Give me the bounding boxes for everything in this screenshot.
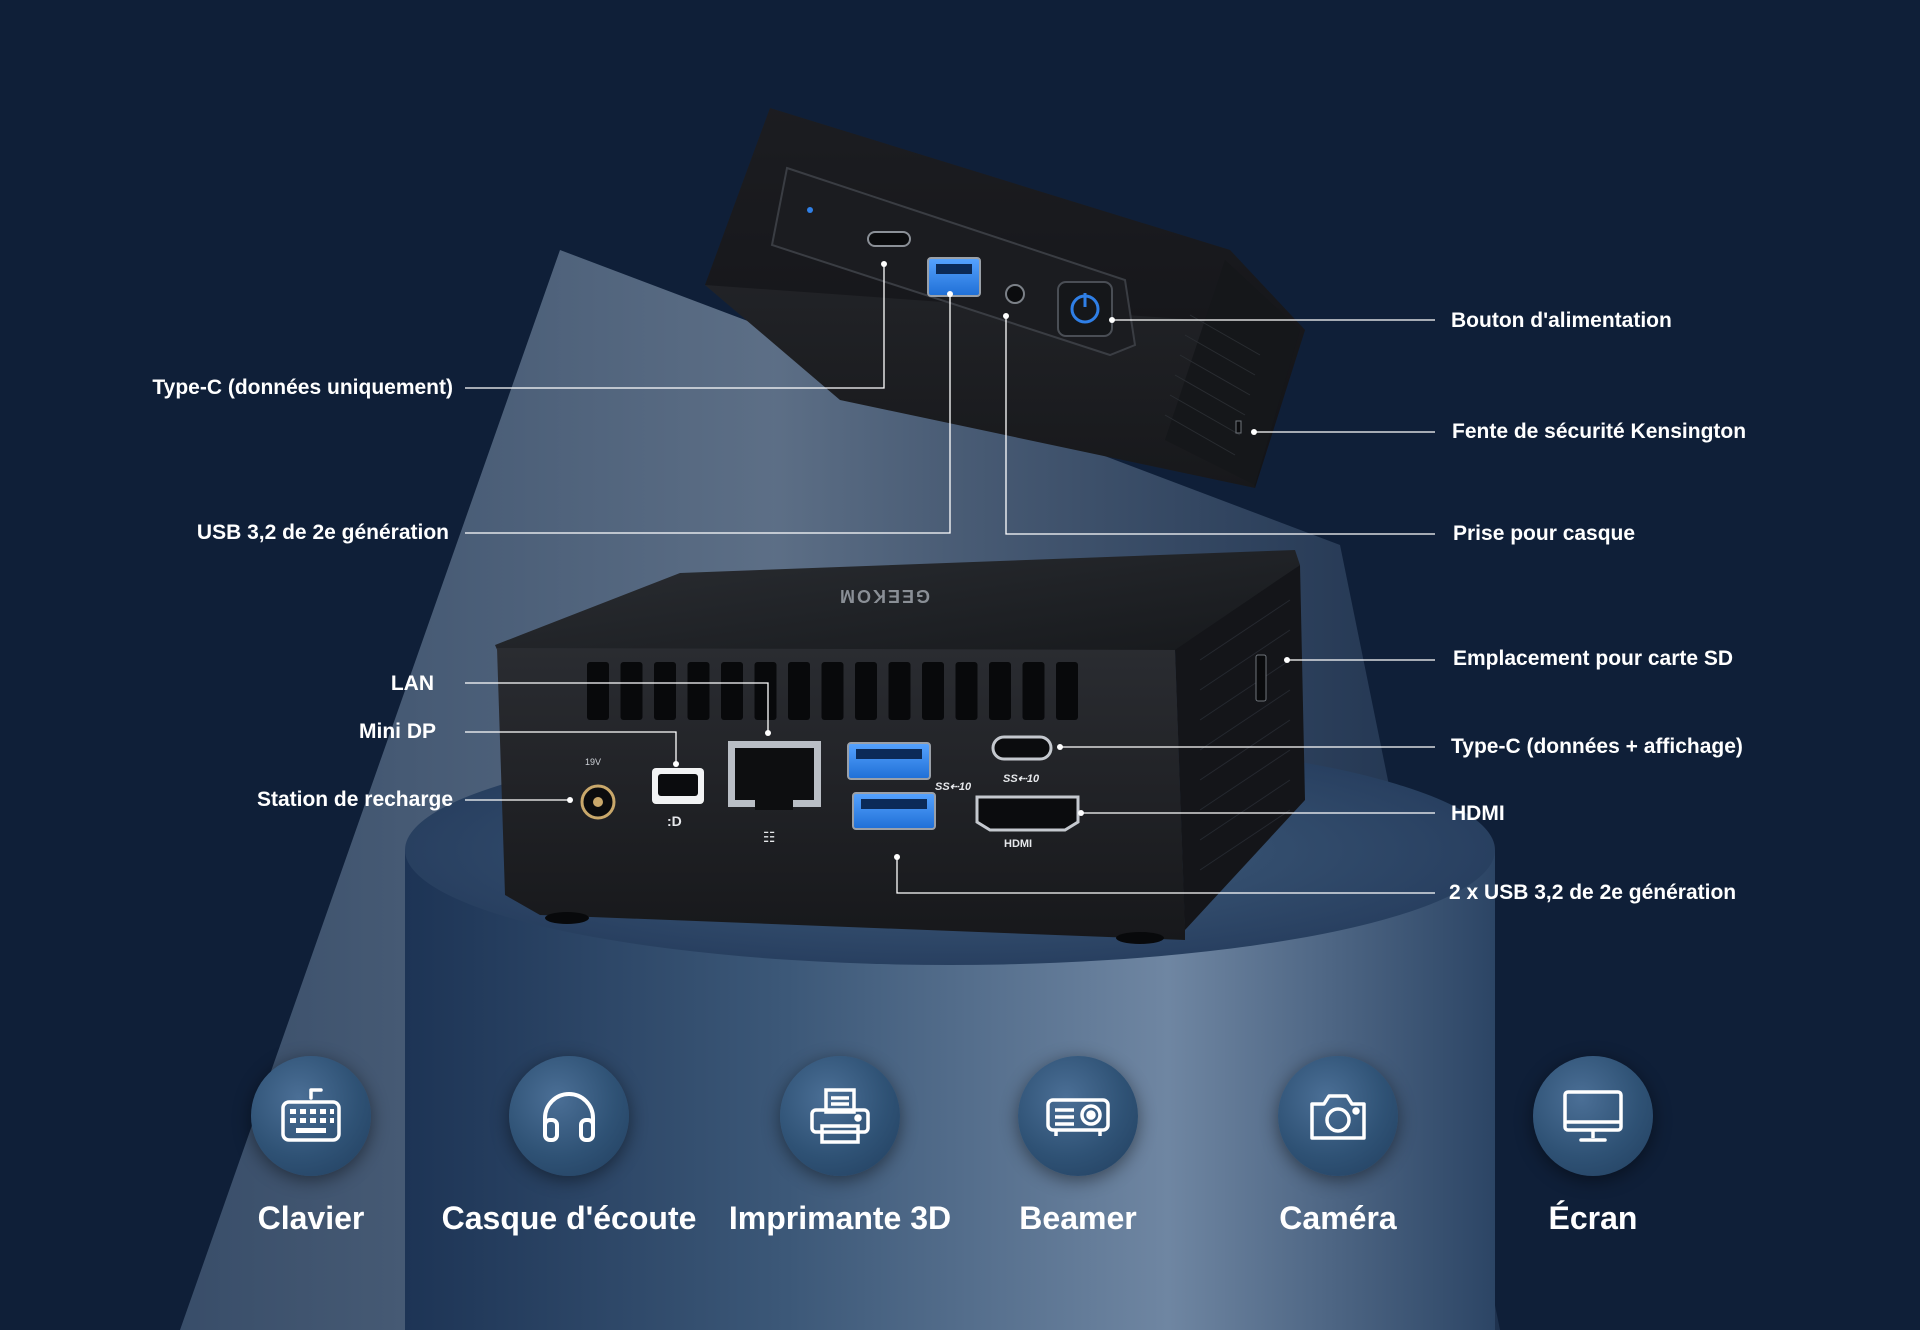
peripheral-name: Imprimante 3D bbox=[728, 1200, 952, 1236]
label-usb-rear: 2 x USB 3,2 de 2e génération bbox=[1449, 881, 1737, 904]
label-kensington-slot: Fente de sécurité Kensington bbox=[1452, 420, 1747, 443]
svg-text::D: :D bbox=[667, 813, 682, 829]
label-charging-station: Station de recharge bbox=[256, 788, 453, 811]
vent-slot bbox=[687, 662, 710, 720]
label-usb-front: USB 3,2 de 2e génération bbox=[196, 521, 449, 544]
dc-in-mark: 19V bbox=[585, 757, 601, 767]
brand-logo: GEEKOM bbox=[838, 586, 930, 606]
label-power-button: Bouton d'alimentation bbox=[1451, 309, 1672, 332]
peripheral-headphones: Casque d'écoute bbox=[439, 1056, 699, 1237]
peripheral-keyboard: Clavier bbox=[181, 1056, 441, 1237]
peripheral-3d-printer: Imprimante 3D bbox=[710, 1056, 970, 1237]
printer-icon bbox=[780, 1056, 900, 1176]
camera-icon bbox=[1278, 1056, 1398, 1176]
vent-slot bbox=[1022, 662, 1045, 720]
vent-slot bbox=[620, 662, 643, 720]
projector-icon bbox=[1018, 1056, 1138, 1176]
vent-slot bbox=[721, 662, 743, 720]
vent-slot bbox=[654, 662, 676, 720]
label-type-c-data-only: Type-C (données uniquement) bbox=[152, 376, 453, 399]
label-hdmi: HDMI bbox=[1451, 802, 1505, 825]
headphones-icon bbox=[509, 1056, 629, 1176]
hdmi-mark: HDMI bbox=[1004, 838, 1032, 850]
vent-slot bbox=[922, 662, 944, 720]
vent-slot bbox=[989, 662, 1011, 720]
ss10-mark-usb: SS⇠10 bbox=[935, 781, 972, 793]
svg-text:☷: ☷ bbox=[763, 830, 776, 846]
keyboard-icon bbox=[251, 1056, 371, 1176]
peripheral-name: Clavier bbox=[257, 1200, 365, 1236]
vent-slot bbox=[955, 662, 978, 720]
peripheral-camera: Caméra bbox=[1208, 1056, 1468, 1237]
label-type-c-display: Type-C (données + affichage) bbox=[1451, 735, 1743, 758]
peripheral-beamer: Beamer bbox=[948, 1056, 1208, 1237]
vent-slot bbox=[754, 662, 777, 720]
peripheral-name: Casque d'écoute bbox=[441, 1200, 697, 1236]
rear-vents bbox=[587, 662, 1078, 720]
device-front-view bbox=[705, 108, 1305, 488]
peripheral-name: Écran bbox=[1548, 1200, 1638, 1236]
peripheral-monitor: Écran bbox=[1463, 1056, 1723, 1237]
label-mini-dp: Mini DP bbox=[359, 720, 436, 743]
label-headphone-jack: Prise pour casque bbox=[1453, 522, 1636, 545]
leader-lines bbox=[465, 264, 1435, 894]
peripheral-name: Beamer bbox=[1019, 1200, 1137, 1236]
peripheral-name: Caméra bbox=[1279, 1200, 1397, 1236]
ss10-mark-typec: SS⇠10 bbox=[1003, 773, 1040, 785]
vent-slot bbox=[888, 662, 911, 720]
monitor-icon bbox=[1533, 1056, 1653, 1176]
vent-slot bbox=[788, 662, 810, 720]
label-sd-slot: Emplacement pour carte SD bbox=[1453, 647, 1734, 670]
vent-slot bbox=[821, 662, 844, 720]
leader-dots bbox=[567, 261, 1290, 860]
vent-slot bbox=[1056, 662, 1078, 720]
vent-slot bbox=[587, 662, 609, 720]
vent-slot bbox=[855, 662, 877, 720]
label-lan: LAN bbox=[390, 672, 434, 695]
